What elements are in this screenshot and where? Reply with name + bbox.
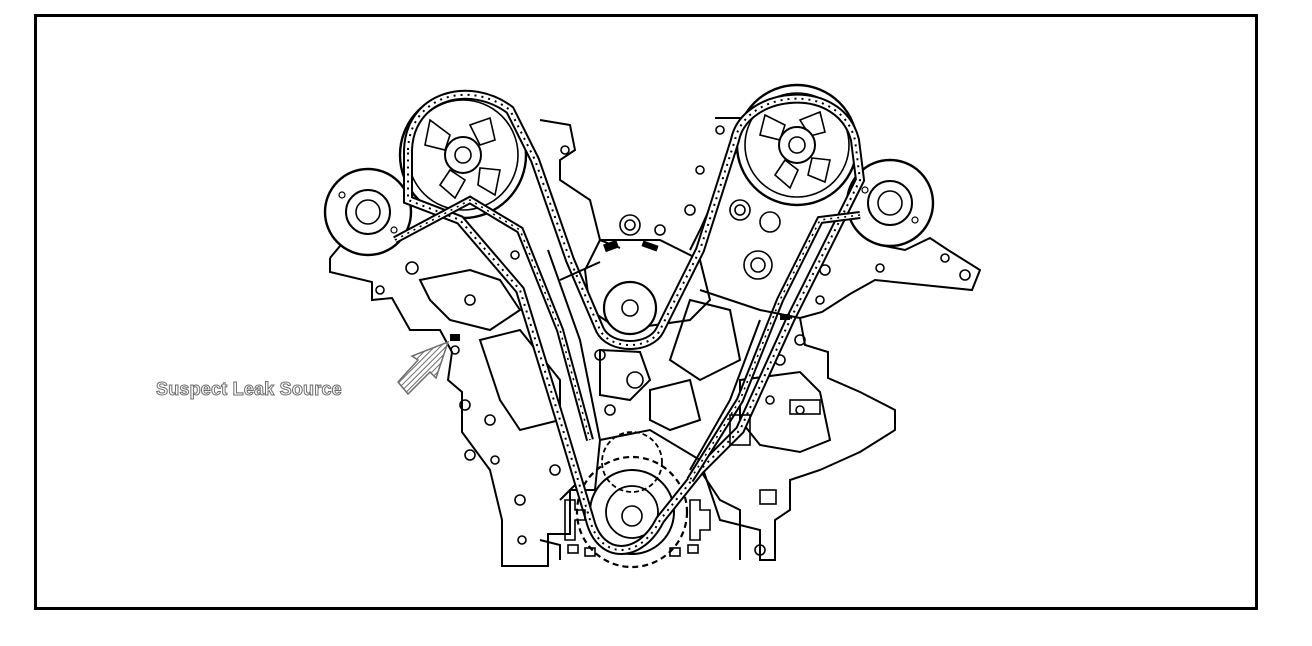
suspect-leak-source-label: Suspect Leak Source	[156, 379, 343, 400]
lower-gear-detail	[564, 399, 821, 557]
engine-block	[329, 117, 982, 567]
timing-marks	[450, 239, 790, 341]
timing-chains	[393, 89, 866, 555]
center-idler-sprocket	[602, 280, 658, 336]
right-cam-sprocket-upper	[735, 83, 859, 207]
left-cam-sprocket-lower	[323, 167, 413, 257]
crankshaft-sprocket	[575, 431, 689, 569]
hatched-arrow-icon	[397, 340, 450, 396]
